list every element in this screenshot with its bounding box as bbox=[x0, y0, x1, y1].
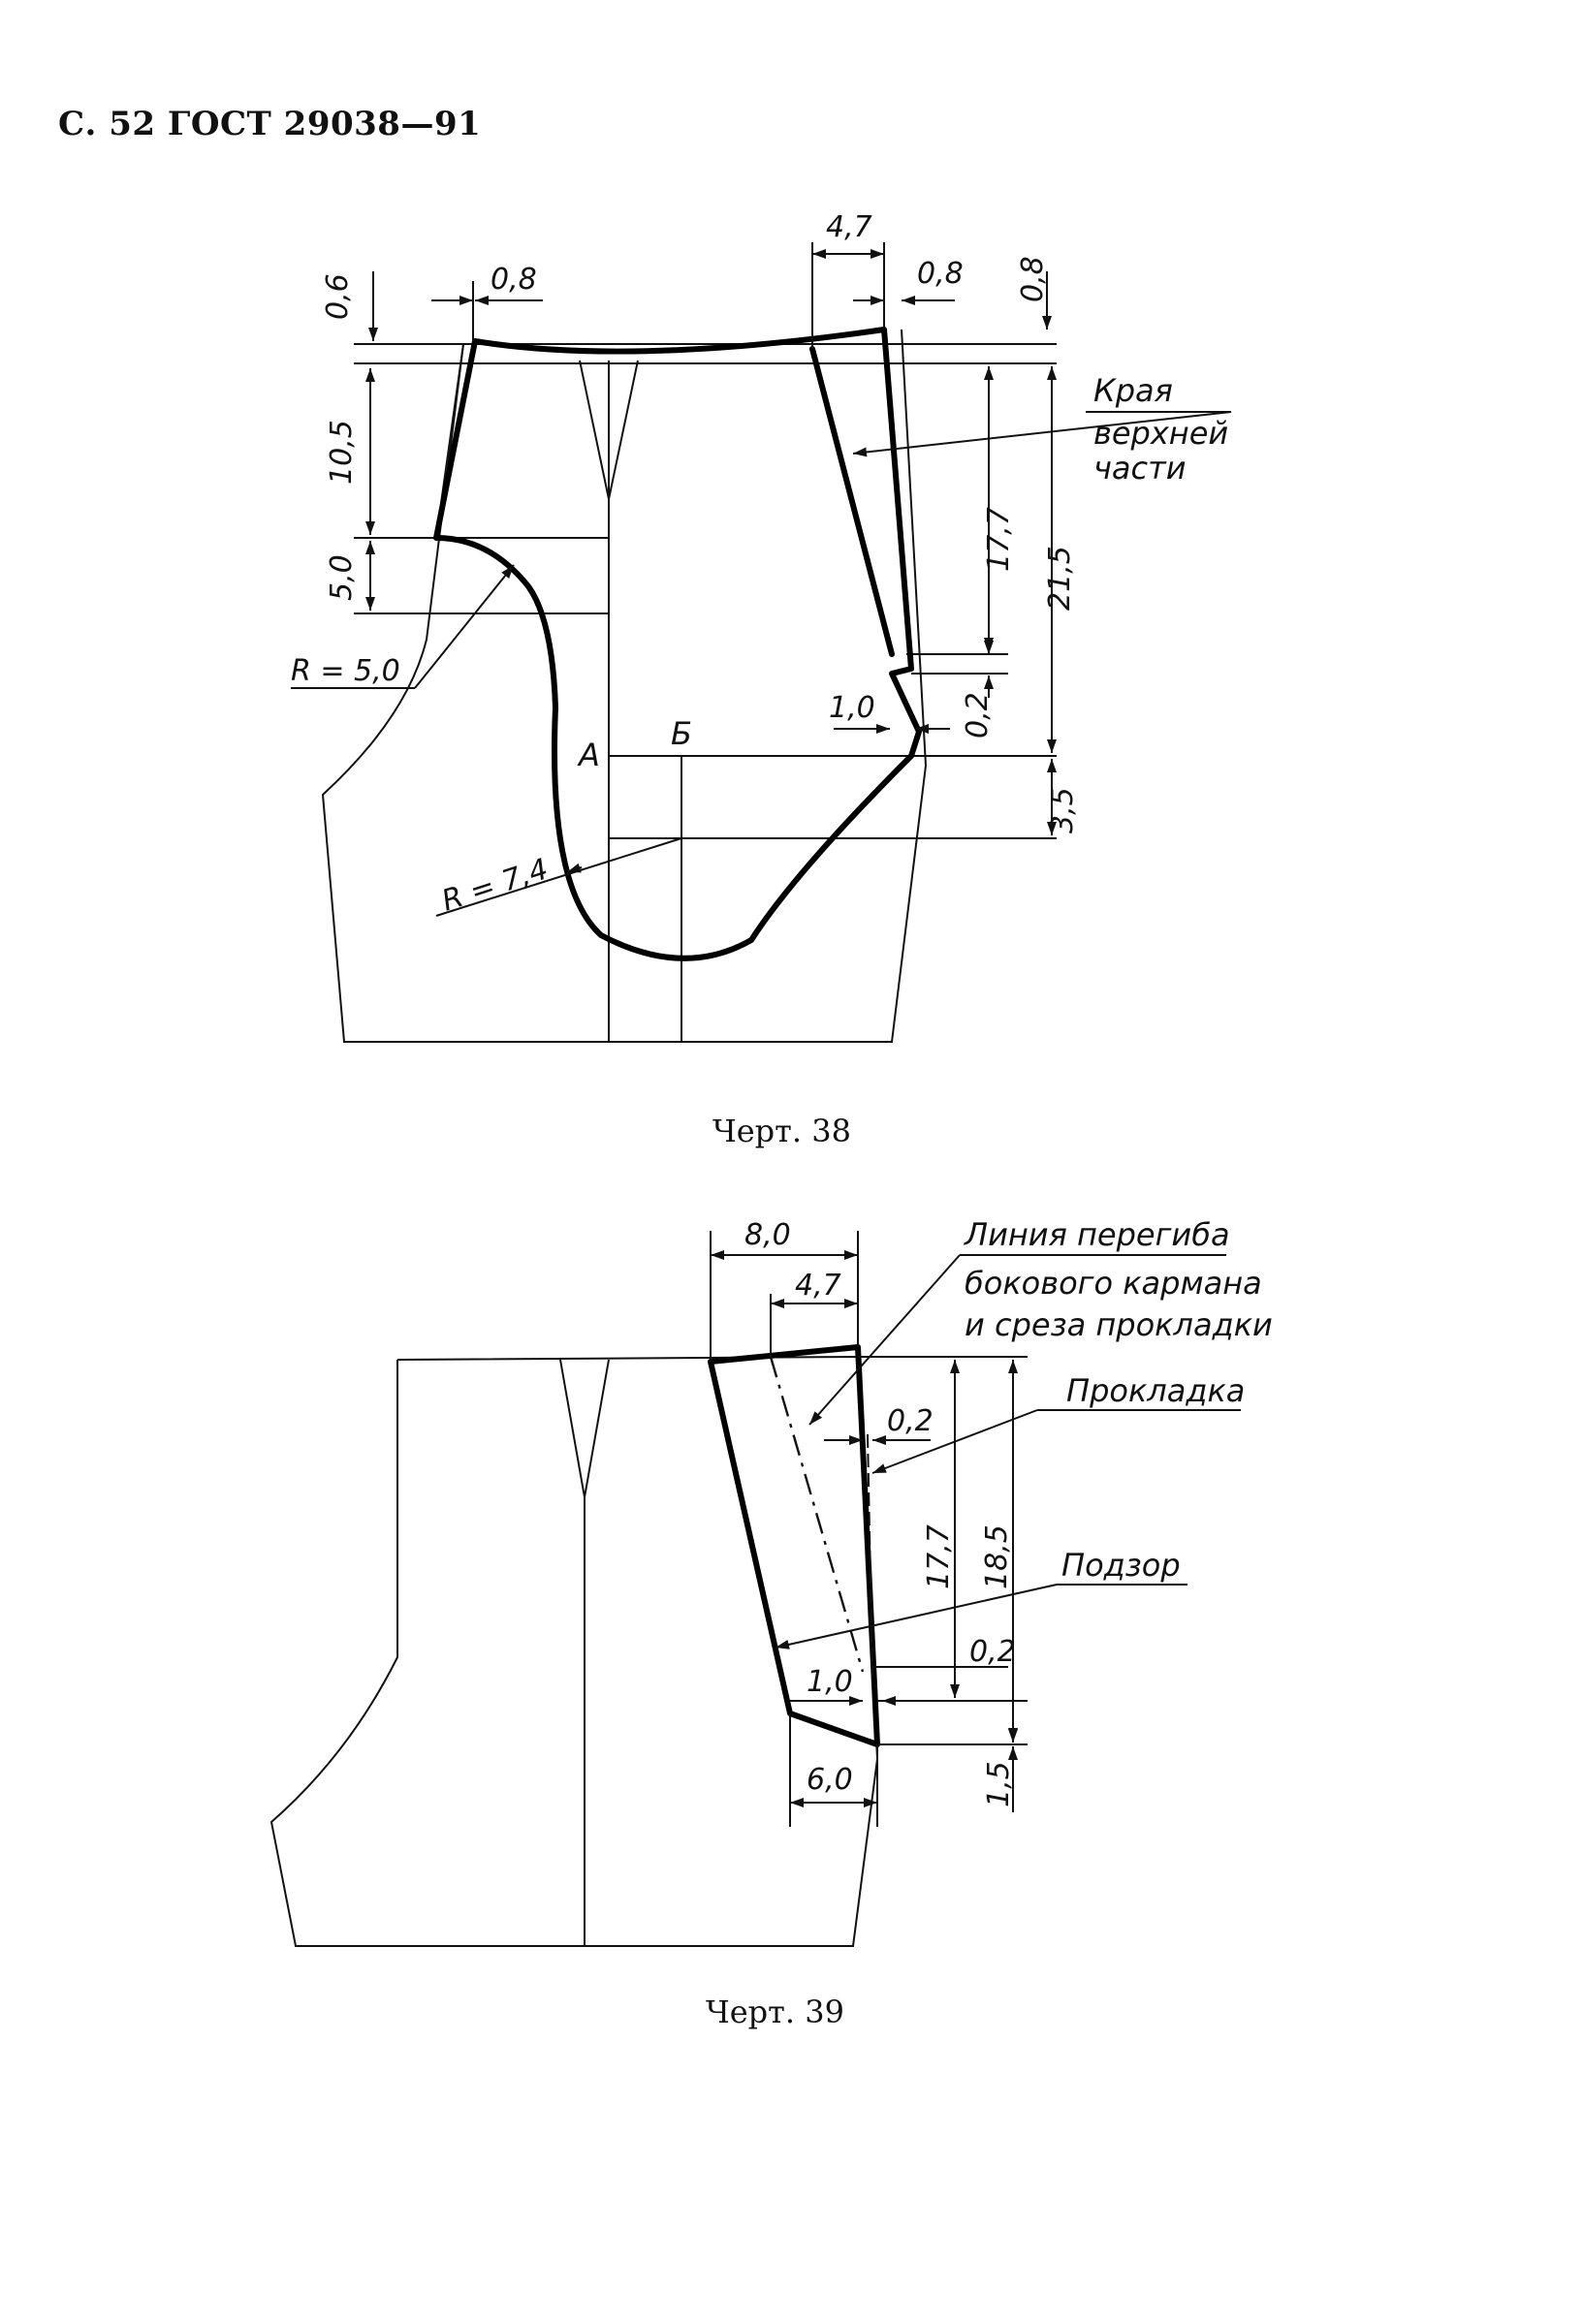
fig39-dim-0-2-top: 0,2 bbox=[887, 1404, 934, 1438]
fig38-note-line-2: верхней bbox=[1093, 415, 1228, 452]
fig38-construction-lines bbox=[354, 537, 1057, 839]
fig38-pocket-line bbox=[809, 346, 895, 657]
fig39-dim-1-0: 1,0 bbox=[807, 1665, 853, 1699]
fig38-note-line-1: Края bbox=[1093, 372, 1173, 409]
fig38-upper-part-edge bbox=[433, 327, 922, 961]
fig38-dim-17-7: 17,7 bbox=[982, 507, 1016, 572]
fig39-fold-label-2: бокового кармана bbox=[965, 1265, 1262, 1302]
figure-39: 8,0 4,7 0,2 17,7 18,5 0,2 1,0 6,0 1,5 bbox=[269, 1216, 1273, 2030]
fig38-outline bbox=[321, 329, 928, 1043]
fig39-dim-0-2-bottom: 0,2 bbox=[969, 1635, 1016, 1669]
figure-38: 0,6 0,8 4,7 0,8 0,8 10,5 5,0 17,7 21,5 0… bbox=[291, 210, 1232, 1149]
fig39-caption: Черт. 39 bbox=[706, 1994, 844, 2030]
fig38-caption: Черт. 38 bbox=[712, 1113, 851, 1149]
fig39-dim-8-0: 8,0 bbox=[744, 1218, 791, 1252]
fig39-dim-17-7: 17,7 bbox=[922, 1524, 956, 1589]
fig38-dim-0-8-vertical: 0,8 bbox=[1016, 256, 1050, 302]
fig38-dim-5-0: 5,0 bbox=[325, 554, 359, 601]
fig39-dim-1-5: 1,5 bbox=[982, 1761, 1016, 1807]
fig38-note-line-3: части bbox=[1093, 450, 1187, 487]
fig38-dim-0-8-left: 0,8 bbox=[491, 263, 537, 297]
fig39-dim-6-0: 6,0 bbox=[807, 1763, 853, 1797]
fig38-radius-5-0: R = 5,0 bbox=[291, 654, 400, 688]
fig38-dim-3-5: 3,5 bbox=[1046, 787, 1080, 833]
fig38-dim-4-7: 4,7 bbox=[826, 210, 872, 244]
fig39-fold-line bbox=[769, 1356, 865, 1673]
fig39-allowance-label: Подзор bbox=[1061, 1547, 1181, 1584]
fig39-interlining-label: Прокладка bbox=[1066, 1372, 1245, 1409]
fig38-dim-0-2: 0,2 bbox=[961, 692, 995, 738]
fig39-dart bbox=[559, 1359, 610, 1498]
fig39-fold-label-1: Линия перегиба bbox=[964, 1216, 1230, 1253]
fig39-outline bbox=[269, 1355, 879, 1947]
fig38-dim-0-8-right: 0,8 bbox=[917, 257, 964, 291]
fig38-dim-1-0: 1,0 bbox=[829, 691, 875, 725]
fig39-fold-label-3: и среза прокладки bbox=[965, 1306, 1273, 1343]
fig39-dim-18-5: 18,5 bbox=[980, 1524, 1014, 1589]
fig38-dim-0-6: 0,6 bbox=[321, 273, 355, 320]
fig38-point-b: Б bbox=[671, 715, 692, 752]
page-header: С. 52 ГОСТ 29038—91 bbox=[58, 105, 482, 143]
fig38-dim-21-5: 21,5 bbox=[1043, 546, 1077, 611]
fig38-radius-7-4: R = 7,4 bbox=[438, 852, 553, 918]
fig38-dim-10-5: 10,5 bbox=[325, 420, 359, 485]
fig38-point-a: А bbox=[577, 737, 600, 773]
fig39-interlining-edge bbox=[867, 1433, 873, 1678]
fig39-dim-4-7: 4,7 bbox=[795, 1269, 841, 1303]
